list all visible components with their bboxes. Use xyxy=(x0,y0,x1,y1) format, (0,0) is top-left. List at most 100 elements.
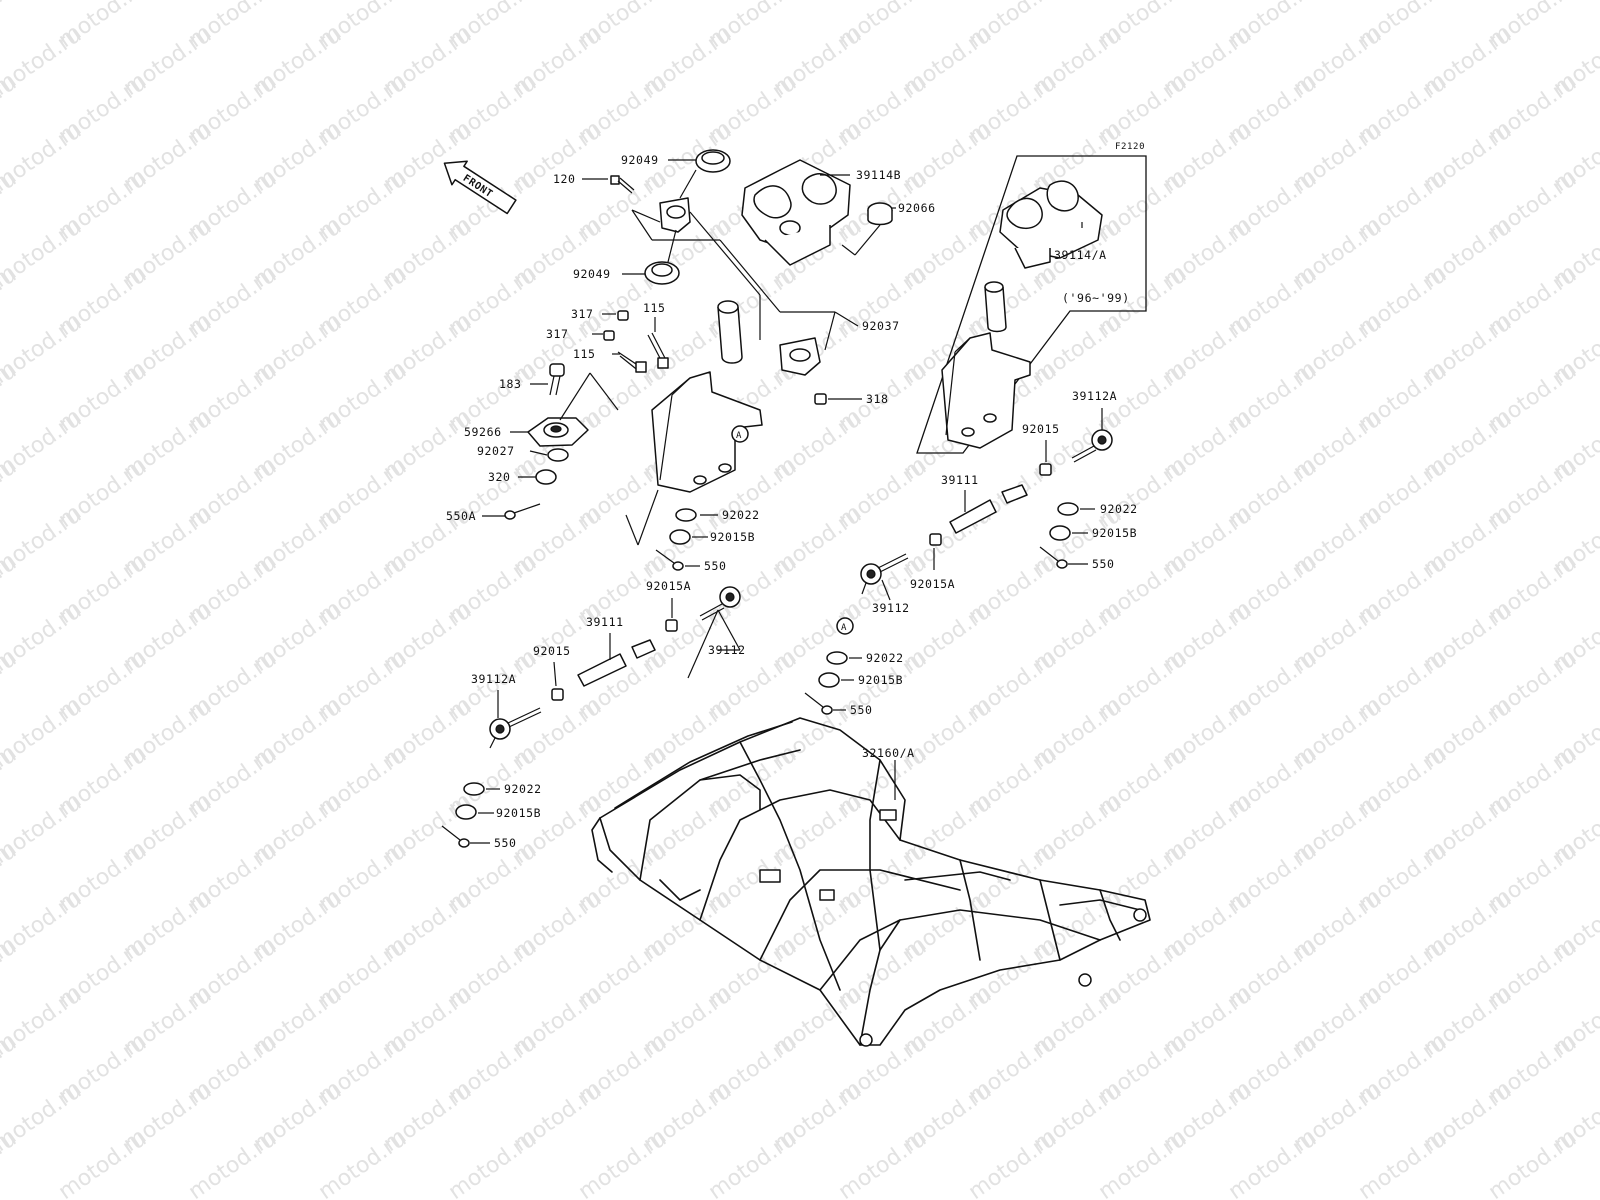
pin-550-c xyxy=(1039,546,1068,569)
label-317: 317 xyxy=(546,327,569,341)
marker-a-2-circle xyxy=(836,617,854,635)
watermark-text: motod.ru xyxy=(704,1127,801,1200)
bolt-120 xyxy=(610,175,635,194)
label-92027: 92027 xyxy=(477,444,515,458)
bearing-92049-mid xyxy=(644,261,680,285)
label-550: 550 xyxy=(704,559,727,573)
label-39112: 39112 xyxy=(872,601,910,615)
label-92022: 92022 xyxy=(722,508,760,522)
handlebar-holder-39114b xyxy=(741,159,851,266)
steering-post: A xyxy=(651,371,763,493)
tie-rod-39111-a xyxy=(577,639,656,687)
label-317: 317 xyxy=(571,307,594,321)
part-labels: 92049 120 39114B 92066 92049 317 115 317… xyxy=(446,153,1138,850)
label-39111: 39111 xyxy=(586,615,624,629)
mount-59266 xyxy=(527,417,589,447)
bolt-115-a xyxy=(647,332,669,369)
label-92015: 92015 xyxy=(1022,422,1060,436)
nut-92015b-b xyxy=(455,804,477,820)
nut-320 xyxy=(535,469,557,485)
watermark-text: motod.ru xyxy=(1094,1127,1191,1200)
label-92049: 92049 xyxy=(621,153,659,167)
bolt-183 xyxy=(549,363,565,396)
nut-318 xyxy=(814,393,827,405)
label-32160a: 32160/A xyxy=(862,746,915,760)
rod-end-39112-a xyxy=(699,586,741,621)
label-92049: 92049 xyxy=(573,267,611,281)
nut-92015b-d xyxy=(818,672,840,688)
nut-92015a-b xyxy=(929,533,942,546)
label-39114b: 39114B xyxy=(856,168,901,182)
frame-32160a xyxy=(591,717,1151,1047)
washer-92022-d xyxy=(826,651,848,665)
nut-92015-a xyxy=(551,688,564,701)
label-59266: 59266 xyxy=(464,425,502,439)
pin-550a xyxy=(504,503,541,520)
label-92022: 92022 xyxy=(1100,502,1138,516)
label-92015b: 92015B xyxy=(496,806,541,820)
label-92015a: 92015A xyxy=(910,577,955,591)
label-92037: 92037 xyxy=(862,319,900,333)
label-550a: 550A xyxy=(446,509,476,523)
tube-insert xyxy=(717,300,743,364)
watermark-text: motod.ru xyxy=(314,1127,411,1200)
washer-92027 xyxy=(547,448,569,462)
label-92066: 92066 xyxy=(898,201,936,215)
label-92022: 92022 xyxy=(866,651,904,665)
nut-92015b-c xyxy=(1049,525,1071,541)
nut-92015a-a xyxy=(665,619,678,632)
pin-550-a xyxy=(655,549,684,571)
pin-550-d xyxy=(804,692,833,715)
nut-317-b xyxy=(603,330,615,341)
steering-post-variant xyxy=(941,332,1031,449)
label-39111: 39111 xyxy=(941,473,979,487)
tie-rod-39111-b xyxy=(949,484,1028,534)
label-92022: 92022 xyxy=(504,782,542,796)
label-550: 550 xyxy=(850,703,873,717)
marker-a-1: A xyxy=(736,431,742,441)
label-320: 320 xyxy=(488,470,511,484)
leader-lines xyxy=(470,159,1103,844)
label-92015b: 92015B xyxy=(1092,526,1137,540)
watermark-text: motod.ru xyxy=(444,1127,541,1200)
watermark-text: motod.ru xyxy=(1484,1127,1581,1200)
label-39112a: 39112A xyxy=(1072,389,1117,403)
bearing-92049-top xyxy=(695,149,731,173)
nut-317-a xyxy=(617,310,629,321)
label-92015b: 92015B xyxy=(858,673,903,687)
label-183: 183 xyxy=(499,377,522,391)
rod-end-39112-b xyxy=(860,553,909,595)
clamp-lower xyxy=(659,197,691,233)
watermark-text: motod.ru xyxy=(54,1127,151,1200)
cap-92066 xyxy=(867,202,893,226)
washer-92022-c xyxy=(1057,502,1079,516)
label-92015b: 92015B xyxy=(710,530,755,544)
label-92015: 92015 xyxy=(533,644,571,658)
label-318: 318 xyxy=(866,392,889,406)
label-120: 120 xyxy=(553,172,576,186)
label-115: 115 xyxy=(643,301,666,315)
label-39112a: 39112A xyxy=(471,672,516,686)
label-39112: 39112 xyxy=(708,643,746,657)
washer-92022-a xyxy=(675,508,697,522)
clamp-92037 xyxy=(779,337,821,376)
watermark-text: motod.ru xyxy=(574,1127,671,1200)
watermark-text: motod.ru xyxy=(1354,1127,1451,1200)
watermark-text: motod.ru xyxy=(834,1127,931,1200)
watermark-text: motod.ru xyxy=(1224,1127,1321,1200)
figure-code: F2120 xyxy=(1115,142,1145,152)
label-115: 115 xyxy=(573,347,596,361)
watermark-text: motod.ru xyxy=(0,0,21,53)
nut-92015-b xyxy=(1039,463,1052,476)
pin-550-b xyxy=(441,825,470,848)
variant-box xyxy=(916,155,1147,454)
tube-insert-variant xyxy=(984,281,1007,333)
marker-a-2: A xyxy=(841,623,847,633)
washer-92022-b xyxy=(463,782,485,796)
watermark-text: motod.ru xyxy=(184,1127,281,1200)
handlebar-holder-39114a xyxy=(999,180,1103,269)
label-39114a: 39114/A xyxy=(1054,248,1107,262)
nut-92015b-a xyxy=(669,529,691,545)
